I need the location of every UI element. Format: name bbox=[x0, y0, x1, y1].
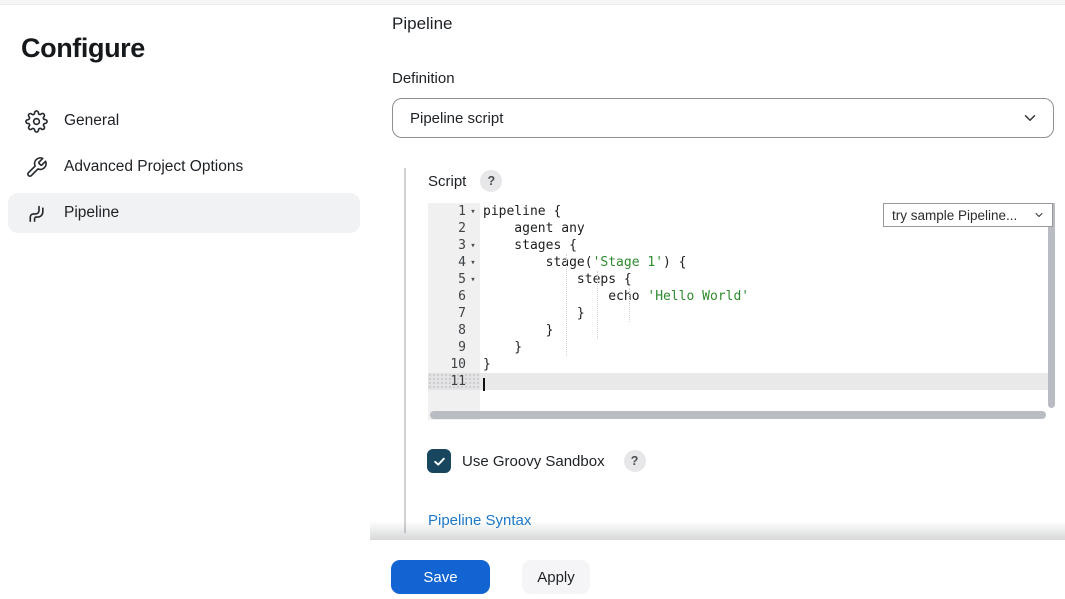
gear-icon bbox=[24, 109, 48, 133]
gutter-line-number: 9▾ bbox=[458, 340, 466, 355]
configure-sidebar: Configure General Advanced Project Optio… bbox=[0, 5, 370, 535]
indent-guide bbox=[597, 271, 598, 339]
script-label: Script bbox=[428, 172, 467, 190]
editor-code-area[interactable]: pipeline { agent any stages { stage('Sta… bbox=[480, 203, 1055, 420]
gutter-line-number: 4▾ bbox=[428, 254, 480, 271]
indent-guide bbox=[629, 288, 630, 322]
code-line[interactable]: pipeline { bbox=[483, 204, 562, 219]
script-help-button[interactable]: ? bbox=[480, 170, 503, 192]
pipeline-syntax-link[interactable]: Pipeline Syntax bbox=[428, 512, 531, 529]
code-line[interactable]: echo 'Hello World' bbox=[483, 289, 750, 304]
fold-toggle-icon[interactable]: ▾ bbox=[470, 240, 476, 251]
code-line[interactable]: } bbox=[483, 323, 554, 338]
gutter-line-number: 6▾ bbox=[458, 289, 466, 304]
top-edge-bar bbox=[0, 0, 1065, 5]
sidebar-nav: General Advanced Project Options Pipelin… bbox=[8, 101, 360, 233]
fold-toggle-icon[interactable]: ▾ bbox=[470, 274, 476, 285]
code-line[interactable]: agent any bbox=[483, 221, 585, 236]
code-line[interactable]: } bbox=[483, 306, 585, 321]
code-line[interactable] bbox=[480, 373, 1055, 390]
fold-toggle-icon[interactable]: ▾ bbox=[470, 206, 476, 217]
code-line[interactable]: } bbox=[483, 340, 523, 355]
definition-label: Definition bbox=[392, 70, 455, 87]
code-line[interactable]: stage('Stage 1') { bbox=[483, 255, 687, 270]
sandbox-help-button[interactable]: ? bbox=[623, 450, 646, 472]
chevron-down-icon bbox=[1024, 115, 1036, 121]
gutter-line-number: 10▾ bbox=[450, 357, 466, 372]
code-line[interactable]: } bbox=[483, 357, 491, 372]
section-title: Pipeline bbox=[392, 14, 453, 33]
checkmark-icon bbox=[433, 457, 445, 466]
editor-horizontal-scrollbar[interactable] bbox=[430, 411, 1046, 419]
definition-select[interactable]: Pipeline script bbox=[392, 98, 1054, 138]
gutter-line-number: 7▾ bbox=[458, 306, 466, 321]
code-line[interactable]: steps { bbox=[483, 272, 632, 287]
apply-button[interactable]: Apply bbox=[522, 560, 590, 594]
editor-vertical-scrollbar[interactable] bbox=[1048, 203, 1055, 408]
gutter-line-number: 5▾ bbox=[428, 271, 480, 288]
gutter-line-number: 8▾ bbox=[458, 323, 466, 338]
main-content: Pipeline Definition Pipeline script bbox=[392, 5, 1055, 138]
chevron-down-icon bbox=[1035, 213, 1043, 217]
sidebar-item-pipeline[interactable]: Pipeline bbox=[8, 193, 360, 233]
groovy-sandbox-row: Use Groovy Sandbox ? bbox=[427, 449, 646, 473]
sidebar-item-advanced-project-options[interactable]: Advanced Project Options bbox=[8, 147, 360, 187]
footer-shadow bbox=[370, 521, 1065, 540]
text-cursor bbox=[483, 378, 485, 391]
sidebar-item-label: Advanced Project Options bbox=[64, 158, 244, 175]
definition-selected-value: Pipeline script bbox=[410, 109, 504, 127]
sidebar-item-label: General bbox=[64, 112, 120, 129]
fold-toggle-icon[interactable]: ▾ bbox=[470, 257, 476, 268]
code-line[interactable]: stages { bbox=[483, 238, 577, 253]
pipeline-script-editor[interactable]: 1▾2▾3▾4▾5▾6▾ 7▾ 8▾ 9▾ 10▾11▾ pipeline { agen… bbox=[428, 203, 1055, 420]
sidebar-item-label: Pipeline bbox=[64, 204, 120, 221]
editor-gutter: 1▾2▾3▾4▾5▾6▾ 7▾ 8▾ 9▾ 10▾11▾ bbox=[428, 203, 480, 420]
pipeline-icon bbox=[24, 201, 48, 225]
section-indent-line bbox=[404, 168, 406, 533]
script-header: Script ? bbox=[428, 170, 503, 192]
indent-guide bbox=[566, 254, 567, 356]
sample-pipeline-selected-value: try sample Pipeline... bbox=[892, 207, 1018, 223]
save-button[interactable]: Save bbox=[391, 560, 490, 594]
bottom-action-bar: Save Apply bbox=[0, 540, 1065, 599]
gutter-line-number: 11▾ bbox=[428, 373, 480, 390]
gutter-line-number: 2▾ bbox=[458, 221, 466, 236]
sidebar-item-general[interactable]: General bbox=[8, 101, 360, 141]
page-title: Configure bbox=[21, 33, 145, 63]
wrench-icon bbox=[24, 155, 48, 179]
gutter-line-number: 3▾ bbox=[428, 237, 480, 254]
groovy-sandbox-checkbox[interactable] bbox=[427, 449, 451, 473]
gutter-line-number: 1▾ bbox=[428, 203, 480, 220]
sample-pipeline-select[interactable]: try sample Pipeline... bbox=[883, 203, 1053, 227]
groovy-sandbox-label: Use Groovy Sandbox bbox=[462, 452, 605, 470]
